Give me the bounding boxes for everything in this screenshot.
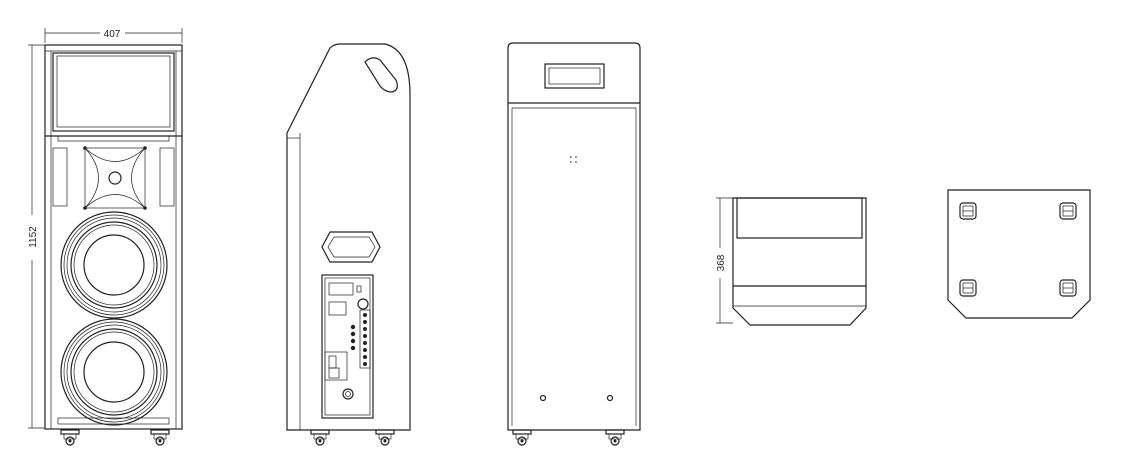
caster-icon [959, 279, 977, 297]
back-view [507, 42, 641, 446]
width-dimension: 407 [44, 28, 183, 43]
woofer-top [60, 211, 168, 319]
top-view: 368 [716, 197, 867, 326]
height-label: 1152 [28, 226, 39, 248]
side-handle [321, 231, 381, 263]
bottom-view [947, 189, 1091, 319]
width-label: 407 [104, 29, 121, 40]
depth-label: 368 [716, 254, 727, 271]
front-view: 407 1152 [28, 28, 183, 446]
caster-icon [1059, 279, 1077, 297]
woofer-bottom [60, 318, 168, 426]
horn-driver [83, 146, 147, 210]
horn-grille [52, 52, 175, 132]
back-vent [544, 63, 605, 89]
caster-icon [1059, 202, 1077, 220]
caster-icon [959, 202, 977, 220]
handle-slot [364, 57, 398, 93]
height-dimension: 1152 [28, 44, 45, 429]
side-view [286, 43, 411, 446]
control-panel [321, 274, 374, 419]
depth-dimension: 368 [716, 197, 733, 324]
